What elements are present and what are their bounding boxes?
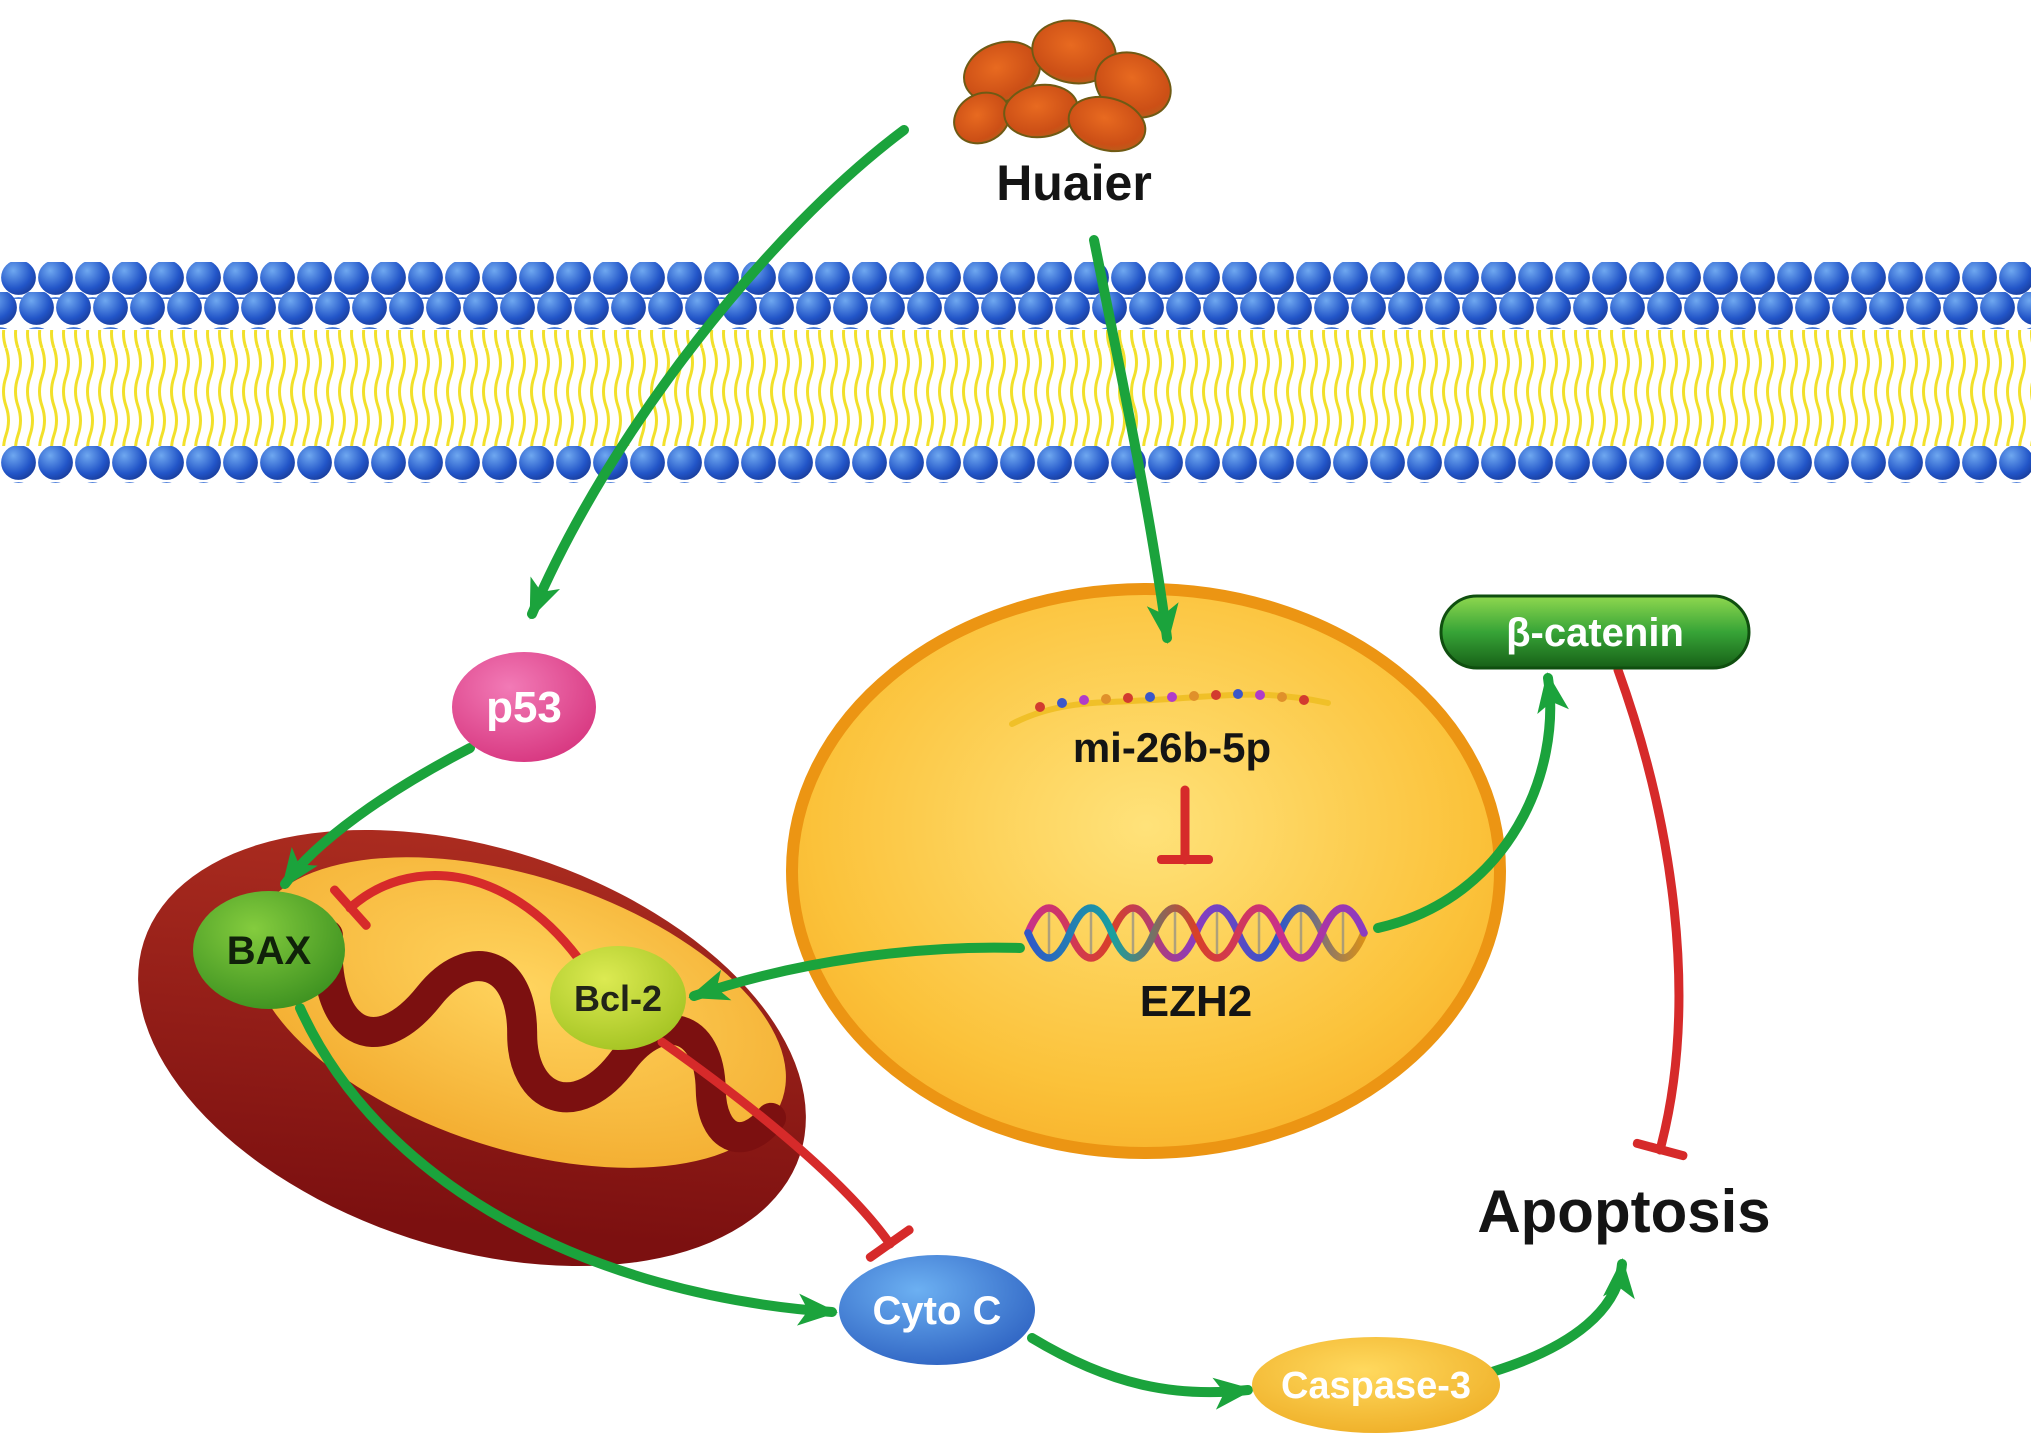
mirna-label: mi-26b-5p bbox=[1073, 724, 1271, 771]
bax-bubble bbox=[193, 891, 345, 1009]
mitochondrion-cristae bbox=[312, 919, 787, 1152]
mirna-strand-illustration bbox=[1009, 689, 1331, 727]
mirna-bead bbox=[1123, 693, 1133, 703]
ezh2-label: EZH2 bbox=[1140, 977, 1252, 1026]
nucleus-body bbox=[786, 583, 1506, 1159]
node-bcl2: Bcl-2 bbox=[550, 946, 686, 1050]
node-bax: BAX bbox=[193, 891, 345, 1009]
apoptosis-label: Apoptosis bbox=[1477, 1178, 1770, 1245]
inhibitor-bcl2-to-cytoc bbox=[657, 1037, 914, 1262]
arrow-p53-to-bax bbox=[280, 743, 475, 889]
arrow-caspase3-to-apoptosis bbox=[1487, 1258, 1635, 1377]
protein-nodes: p53 BAX Bcl-2 Cyto C Caspase-3 β-catenin bbox=[193, 594, 1751, 1433]
mirna-bead bbox=[1035, 702, 1045, 712]
arrow-ezh2-to-beta-catenin bbox=[1373, 672, 1569, 933]
beta-catenin-pill bbox=[1439, 594, 1751, 670]
mirna-bead bbox=[1079, 695, 1089, 705]
bax-label: BAX bbox=[227, 929, 312, 973]
caspase3-bubble bbox=[1252, 1337, 1500, 1433]
inhibitor-beta-catenin-to-apoptosis bbox=[1613, 665, 1688, 1161]
activation-arrows bbox=[280, 125, 1635, 1410]
huaier-mushroom-illustration: Huaier bbox=[953, 19, 1172, 211]
node-p53: p53 bbox=[452, 652, 596, 762]
mirna-bead bbox=[1255, 690, 1265, 700]
mirna-bead bbox=[1145, 692, 1155, 702]
inhibitor-bcl2-to-bax bbox=[329, 871, 583, 963]
mirna-bead bbox=[1189, 691, 1199, 701]
mirna-bead bbox=[1101, 694, 1111, 704]
membrane-heads-bottom-row bbox=[0, 446, 2031, 483]
mirna-bead bbox=[1233, 689, 1243, 699]
cell-membrane bbox=[0, 262, 2031, 483]
huaier-cap bbox=[1067, 95, 1147, 153]
mirna-bead bbox=[1057, 698, 1067, 708]
caspase3-label: Caspase-3 bbox=[1281, 1365, 1471, 1407]
p53-bubble bbox=[452, 652, 596, 762]
node-caspase3: Caspase-3 bbox=[1252, 1337, 1500, 1433]
arrow-huaier-to-p53 bbox=[527, 125, 909, 620]
p53-label: p53 bbox=[486, 683, 562, 732]
nucleus: mi-26b-5p EZH2 bbox=[786, 583, 1506, 1159]
membrane-heads-top-row2 bbox=[0, 292, 2031, 329]
inhibition-lines bbox=[329, 665, 1688, 1262]
ezh2-dna-helix bbox=[1024, 904, 1368, 962]
mirna-bead bbox=[1299, 695, 1309, 705]
node-cytoc: Cyto C bbox=[839, 1255, 1035, 1365]
arrow-cytoc-to-caspase3 bbox=[1027, 1333, 1254, 1410]
bcl2-bubble bbox=[550, 946, 686, 1050]
dna-strand-b bbox=[1024, 904, 1368, 962]
arrow-ezh2-to-bcl2 bbox=[688, 942, 1025, 1001]
mirna-bead bbox=[1277, 692, 1287, 702]
arrow-bax-to-cytoc bbox=[295, 1003, 838, 1326]
huaier-label: Huaier bbox=[996, 155, 1152, 211]
beta-catenin-label: β-catenin bbox=[1506, 611, 1684, 655]
arrow-huaier-to-mi26b5p bbox=[1089, 235, 1179, 644]
mirna-bead bbox=[1167, 692, 1177, 702]
mirna-bead bbox=[1211, 690, 1221, 700]
cytoc-label: Cyto C bbox=[873, 1289, 1002, 1333]
node-beta-catenin: β-catenin bbox=[1439, 594, 1751, 670]
membrane-lipid-tails bbox=[0, 330, 2031, 446]
cytoc-bubble bbox=[839, 1255, 1035, 1365]
mitochondrion bbox=[138, 829, 806, 1267]
bcl2-label: Bcl-2 bbox=[574, 978, 662, 1019]
